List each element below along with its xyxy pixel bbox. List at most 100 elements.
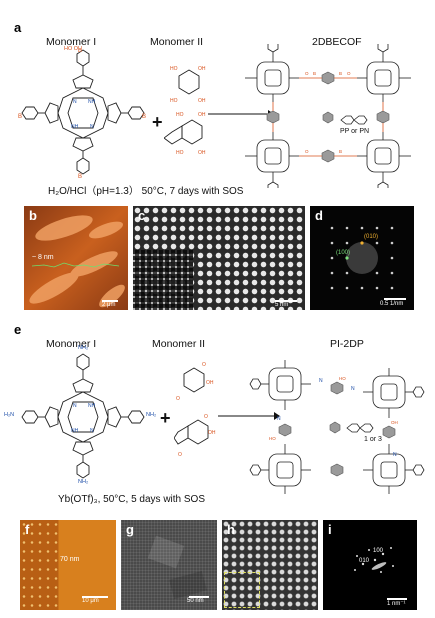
- panel-e-monomer2-title: Monomer II: [152, 338, 206, 350]
- panel-e-monomer2-structure: O OH O O OH O: [174, 362, 216, 458]
- panel-a-product-structure: O B B O O B: [245, 44, 411, 188]
- chem-label: N: [351, 386, 355, 392]
- chem-label: HO: [339, 376, 346, 381]
- chem-label: N: [73, 99, 77, 105]
- panel-f-scale-bar: [82, 596, 108, 598]
- saed-pattern-i: [354, 547, 394, 573]
- chem-label: OH: [208, 430, 216, 436]
- chem-label: HO: [170, 98, 178, 104]
- panel-e-letter: e: [14, 322, 22, 337]
- panel-i-scale-bar: [387, 598, 407, 600]
- chem-label: N: [319, 378, 323, 384]
- chem-label: NH: [71, 428, 79, 434]
- panel-g-letter: g: [126, 522, 134, 537]
- panel-d-scale-bar: [384, 298, 406, 300]
- panel-i-letter: i: [328, 522, 332, 537]
- panel-g-scale-bar: [189, 596, 209, 598]
- chem-label: B: [339, 71, 342, 76]
- panel-a-product-title: 2DBECOF: [312, 36, 362, 48]
- panel-e-product-structure: N N N N HO HO OH: [249, 360, 425, 494]
- chem-label: O: [305, 149, 309, 154]
- chem-label: HO: [170, 66, 178, 72]
- panel-a-conditions: H₂O/HCl（pH=1.3） 50°C, 7 days with SOS: [48, 186, 244, 197]
- chem-label: O: [347, 71, 351, 76]
- chem-label: B: [78, 174, 82, 178]
- panel-e-product-title: PI-2DP: [330, 338, 364, 350]
- chem-label: OH: [198, 150, 206, 156]
- panel-a-letter: a: [14, 20, 22, 35]
- panel-a-monomer1-structure: N NH NH N B B B B: [18, 48, 146, 178]
- chem-label: B: [18, 114, 22, 120]
- panel-b-scale-bar: [102, 300, 118, 302]
- panel-d-letter: d: [315, 208, 323, 223]
- chem-label: OH: [198, 66, 206, 72]
- panel-h-letter: h: [227, 522, 235, 537]
- chem-label: OH: [391, 420, 398, 425]
- chem-label: OH: [198, 112, 206, 118]
- saed-image-d: d (010) (100) 0.5 1/nm: [310, 206, 414, 310]
- chem-label: O: [178, 452, 182, 458]
- chem-label: HO OH: [64, 46, 83, 52]
- panel-a-monomer2-structure: HO OH HO OH HO OH HO OH: [164, 66, 206, 156]
- amine-label-left: H₂N: [4, 412, 15, 418]
- panel-b-scale-label: 2 μm: [102, 302, 116, 308]
- stm-image-c: c 5 nm: [133, 206, 305, 310]
- panel-e-monomer1-structure: N NH NH N: [21, 353, 145, 479]
- panel-d-spot-010: (010): [364, 234, 379, 240]
- afm-flakes-b: [29, 215, 125, 308]
- panel-d-scale-label: 0.5 1/nm: [380, 301, 404, 307]
- panel-f-scale-label: 10 μm: [82, 598, 99, 604]
- chem-label: B: [78, 48, 82, 54]
- panel-c-scale-label: 5 nm: [275, 302, 289, 308]
- chem-label: B: [339, 149, 342, 154]
- chem-label: O: [202, 362, 206, 368]
- chem-label: NH: [88, 99, 96, 105]
- panel-f-letter: f: [25, 522, 30, 537]
- chem-label: O: [176, 396, 180, 402]
- chem-label: HO: [176, 112, 184, 118]
- saed-pattern-d: [330, 226, 394, 290]
- panel-b-letter: b: [29, 208, 37, 223]
- stm-image-h: h: [222, 520, 318, 610]
- chem-label: HO: [269, 436, 276, 441]
- amine-label-top: NH₂: [78, 345, 89, 351]
- chem-label: B: [142, 114, 146, 120]
- chem-label: N: [90, 124, 94, 130]
- chem-label: NH: [71, 124, 79, 130]
- panel-e-conditions: Yb(OTf)₃, 50°C, 5 days with SOS: [58, 494, 206, 505]
- chem-label: N: [277, 416, 281, 422]
- panel-i-spot-010: 010: [359, 558, 370, 564]
- afm-image-b: b ~ 8 nm 2 μm: [24, 206, 128, 310]
- panel-a-monomer1-title: Monomer I: [46, 36, 97, 48]
- panel-c-scale-bar: [275, 300, 297, 302]
- plus-sign: +: [152, 112, 163, 132]
- chem-label: HO: [176, 150, 184, 156]
- chem-label: N: [73, 403, 77, 409]
- panel-b-height-annotation: ~ 8 nm: [32, 254, 54, 261]
- chem-label: O: [204, 414, 208, 420]
- stm-image-g: g 50 nm: [121, 520, 217, 610]
- chem-label: O: [305, 71, 309, 76]
- chem-label: OH: [206, 380, 214, 386]
- panel-a-monomer2-title: Monomer II: [150, 36, 204, 48]
- panel-f-height-annotation: 70 nm: [60, 556, 80, 563]
- afm-image-f: f 70 nm 10 μm: [20, 520, 116, 610]
- amine-label-bottom: NH₂: [78, 479, 89, 485]
- panel-e-linker-legend: 1 or 3: [364, 436, 382, 443]
- chem-label: N: [393, 452, 397, 458]
- panel-i-scale-label: 1 nm⁻¹: [387, 601, 406, 607]
- chem-label: B: [313, 71, 316, 76]
- panel-g-scale-label: 50 nm: [187, 598, 204, 604]
- plus-sign: +: [160, 408, 171, 428]
- reaction-arrow-e: [218, 412, 280, 420]
- panel-e-monomer1-title: Monomer I: [46, 338, 97, 350]
- chem-label: OH: [198, 98, 206, 104]
- chem-label: NH: [88, 403, 96, 409]
- saed-image-i: i 100 010 1 nm⁻¹: [323, 520, 417, 610]
- panel-i-spot-100: 100: [373, 548, 384, 554]
- chem-label: N: [90, 428, 94, 434]
- amine-label-right: NH₂: [146, 412, 157, 418]
- panel-d-spot-100: (100): [336, 250, 351, 256]
- panel-c-letter: c: [138, 208, 146, 223]
- panel-a-linker-legend: PP or PN: [340, 128, 370, 135]
